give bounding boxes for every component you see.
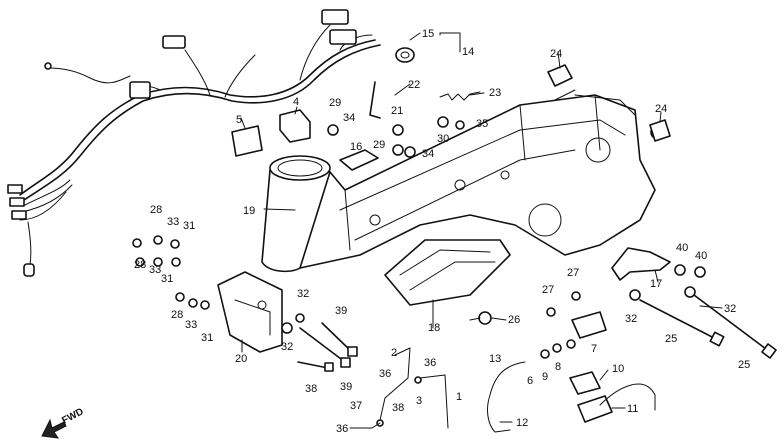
skid-plate	[384, 239, 511, 306]
callout-17: 17	[650, 278, 662, 290]
callout-40-b: 40	[695, 250, 707, 262]
callout-32-a: 32	[297, 288, 309, 300]
callout-35: 35	[476, 118, 488, 130]
callout-33-b: 33	[149, 264, 161, 276]
callout-19: 19	[243, 205, 255, 217]
callout-10: 10	[612, 363, 624, 375]
callout-9: 9	[542, 371, 548, 383]
callout-31-c: 31	[201, 332, 213, 344]
bolts-25	[639, 291, 777, 359]
callout-7: 7	[591, 343, 597, 355]
callout-26: 26	[508, 314, 520, 326]
callout-1: 1	[456, 391, 462, 403]
callout-29-a: 29	[329, 97, 341, 109]
callout-38-a: 38	[305, 383, 317, 395]
callout-30: 30	[437, 133, 449, 145]
callout-34-b: 34	[422, 148, 434, 160]
callout-25-a: 25	[665, 333, 677, 345]
callout-32-c: 32	[625, 313, 637, 325]
callout-3: 3	[416, 395, 422, 407]
callout-37: 37	[350, 400, 362, 412]
callout-39-a: 39	[335, 305, 347, 317]
callout-32-d: 32	[724, 303, 736, 315]
callout-18: 18	[428, 322, 440, 334]
callout-40-a: 40	[676, 242, 688, 254]
callout-24-b: 24	[655, 103, 667, 115]
callout-29-b: 29	[373, 139, 385, 151]
bracket-17	[611, 247, 671, 281]
callout-33-a: 33	[167, 216, 179, 228]
callout-36-b: 36	[424, 357, 436, 369]
callout-2: 2	[391, 347, 397, 359]
callout-34-a: 34	[343, 112, 355, 124]
callout-27-a: 27	[567, 267, 579, 279]
callout-31-b: 31	[161, 273, 173, 285]
callout-36-a: 36	[379, 368, 391, 380]
fwd-indicator: FWD	[41, 406, 86, 439]
callout-11: 11	[627, 403, 638, 415]
callout-31-a: 31	[183, 220, 195, 232]
callout-21: 21	[391, 105, 403, 117]
callout-6: 6	[527, 375, 533, 387]
callout-32-b: 32	[281, 341, 293, 353]
callout-39-b: 39	[340, 381, 352, 393]
callout-14: 14	[462, 46, 474, 58]
leader-lines	[240, 32, 723, 429]
callout-38-b: 38	[392, 402, 404, 414]
callout-23: 23	[489, 87, 501, 99]
callout-20: 20	[235, 353, 247, 365]
callout-24-a: 24	[550, 48, 562, 60]
callout-28-a: 28	[150, 204, 162, 216]
callout-25-b: 25	[738, 359, 750, 371]
bolts-38-39	[297, 322, 358, 372]
callout-33-c: 33	[185, 319, 197, 331]
callout-12: 12	[516, 417, 528, 429]
callout-28-c: 28	[171, 309, 183, 321]
hardware	[132, 47, 706, 433]
callout-16: 16	[350, 141, 362, 153]
fwd-arrow-icon	[41, 418, 67, 439]
callout-27-b: 27	[542, 284, 554, 296]
callout-28-b: 28	[134, 259, 146, 271]
callout-8: 8	[555, 361, 561, 373]
callouts: 15 14 24 24 22 23 4 5 29 34 21 29 34 16 …	[134, 28, 750, 435]
callout-13: 13	[489, 353, 501, 365]
callout-5: 5	[236, 114, 242, 126]
wire-harness	[7, 9, 381, 277]
bracket-20	[217, 271, 283, 353]
callout-15: 15	[422, 28, 434, 40]
callout-4: 4	[293, 96, 299, 108]
fwd-label: FWD	[60, 406, 85, 426]
callout-36-c: 36	[336, 423, 348, 435]
callout-22: 22	[408, 79, 420, 91]
